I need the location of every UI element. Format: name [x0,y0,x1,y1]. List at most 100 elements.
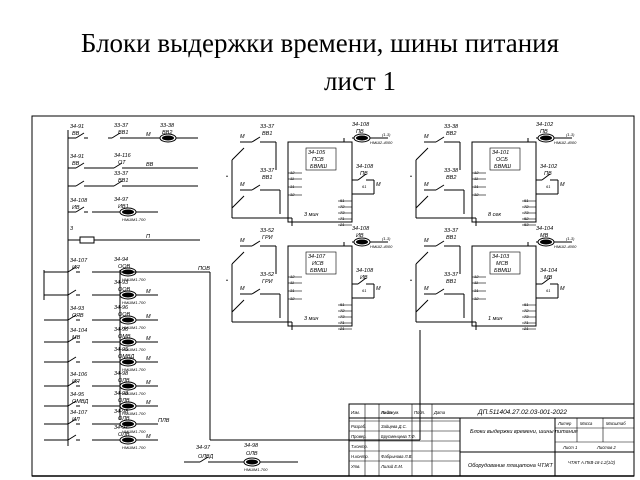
tb-row-5-role: Утв. [351,464,361,469]
timer-block-0-bus-m2: М [240,182,245,188]
timer-block-3-relay-coil-fill [540,239,552,245]
timer-block-2-pin-8: 21 [339,326,344,331]
tb-row-1-name: Зайцева Д.С. [381,424,407,429]
stage-label: Литер [557,421,572,426]
left-row-0-name3: ВВ2 [162,130,172,136]
timer-block-0-pin-8: 21 [339,222,344,227]
title-block-frame [348,403,635,477]
scale-label: Масштаб [606,421,626,426]
timer-block-2-relay-tag: 34-108 [352,226,370,232]
left-row-0-coil-fill [162,135,174,141]
timer-block-3-relay-name: МВ [540,233,549,239]
left-row-0-tag2: 33-37 [114,123,129,129]
timer-block-2-zig1 [231,251,245,265]
left-row-5-name1: ИЯ [72,265,80,271]
timer-block-3-rc-blade [541,277,551,285]
timer-block-2-contact-name1: ГРИ [262,235,273,241]
timer-block-2-relay-type: НМШ2-4000 [370,244,393,249]
left-row-12-coil-type: НМШМ1-700 [122,429,146,434]
timer-block-2-relay-coil-fill [356,239,368,245]
tb-row-0-sign: Подп. [414,410,425,415]
left-row-6-coil-type: НМШМ1-700 [122,300,146,305]
bottom-contact-tag: 34-97 [196,445,211,451]
left-row-12-contact1-blade [67,418,77,425]
timer-block-0-name: ПСВ [312,157,324,163]
timer-block-0-pin-7: 71 [340,216,344,221]
left-row-7-coil-type: НМШМ1-700 [122,325,146,330]
timer-block-3-rc-bus: М [560,286,565,292]
timer-block-0-contact-tag2: 33-37 [260,168,275,174]
timer-block-1-pin-7: 52 [524,216,529,221]
left-row-3-contact1-blade [75,206,85,213]
timer-block-1-contact-tag2: 33-38 [444,168,459,174]
left-row-11-coil-type: НМШМ1-700 [122,411,146,416]
left-row-5-coil-type: НМШМ1-700 [122,277,146,282]
timer-block-2-relay-pins: (1-3) [382,236,391,241]
left-row-11-bus: М [146,400,151,406]
title-line-2: лист 1 [324,66,396,96]
timer-block-0-contact-tag1: 33-37 [260,124,275,130]
timer-block-0-pin-0: 12 [290,170,295,175]
timer-block-2-pin-3: 32 [290,296,295,301]
timer-block-3-contact-name1: ВВ1 [446,235,456,241]
left-row-13-bus: М [146,434,151,440]
mass-label: Масса [580,421,593,426]
timer-block-2-type: БВМШ [310,268,328,274]
timer-block-0-pin-4: 51 [340,198,344,203]
timer-block-1-pin-6: 73 [524,210,529,215]
bottom-coil-name: ОЛВ [246,451,258,457]
left-row-1-contact2-blade [113,162,123,169]
timer-block-3-relay-ctag: 34-104 [540,268,557,274]
timer-block-1-pin-0: 12 [474,170,479,175]
timer-block-0-relay-type: НМШ2-4000 [370,140,393,145]
left-row-2-name2: ВВ1 [118,178,128,184]
left-row-10-name1: ИЯ [72,379,80,385]
timer-block-1-pin-5: 72 [524,204,529,209]
timer-block-2-pin-1: 11 [290,280,294,285]
timer-block-3-relay-pins: (1-3) [566,236,575,241]
left-row-11-coil-fill [122,403,134,409]
left-row-6-coil-fill [122,292,134,298]
timer-block-3-contact-name2: ВВ1 [446,279,456,285]
sheet-number-label: Лист 1 [562,445,577,450]
timer-block-2-pin-5: 72 [340,308,345,313]
timer-block-1-relay-tag: 34-102 [536,122,553,128]
left-row-3-coil-fill [122,209,134,215]
left-row-10-tag2: 34-98 [114,371,129,377]
left-row-9-coil-type: НМШМ1-700 [122,367,146,372]
timer-block-0-zig2 [231,195,245,209]
timer-block-3-name: МСВ [496,261,509,267]
timer-block-3-c1-blade [435,240,445,247]
timer-block-3: 33-37ВВ133-37ВВ1ММ•34-103МСВБВМШ12113132… [410,226,577,331]
timer-block-2-relay-name: ИВ [356,233,364,239]
timer-block-1-pin-1: 11 [474,176,478,181]
left-row-1-tag2: 34-116 [114,153,132,159]
tb-row-1-role: Разраб. [351,424,366,429]
timer-block-0-pin-2: 31 [290,184,294,189]
left-row-4-bus: П [146,234,150,240]
timer-block-1-relay-name: ПВ [540,129,548,135]
timer-block-3-contact-tag2: 33-37 [444,272,459,278]
timer-block-0-rc-blade [357,173,367,181]
timer-block-0: 33-37ВВ133-37ВВ1ММ•34-105ПСВБВМШ12113132… [226,122,393,227]
left-row-5-name2: ООВ [118,264,131,270]
left-row-12-name2: ОЛВ [118,416,130,422]
timer-block-2-zig2 [231,299,245,313]
timer-block-2-contact-tag2: 33-52 [260,272,274,278]
timer-block-1-rc-bus: М [560,182,565,188]
timer-block-3-tag: 34-103 [492,254,510,260]
left-row-0-tag1: 34-91 [70,124,84,130]
doc-code: ДП.511404.27.02.03-001-2022 [477,409,567,416]
left-row-12-tag1: 34-107 [70,410,88,416]
timer-block-2: 33-52ГРИ33-52ГРИММ•34-107ИСВБВМШ12113132… [226,226,393,331]
timer-block-0-rc-pin: 61 [362,184,366,189]
timer-block-1-relay-type: НМШ2-4000 [554,140,577,145]
left-row-7-tag1: 34-93 [70,306,85,312]
timer-block-0-pin-1: 11 [290,176,294,181]
left-row-0-contact2-blade [111,132,121,139]
left-row-0-name2: ВВ1 [118,130,128,136]
tb-row-2-role: Провер. [351,434,367,439]
timer-block-2-label-box [305,251,337,275]
